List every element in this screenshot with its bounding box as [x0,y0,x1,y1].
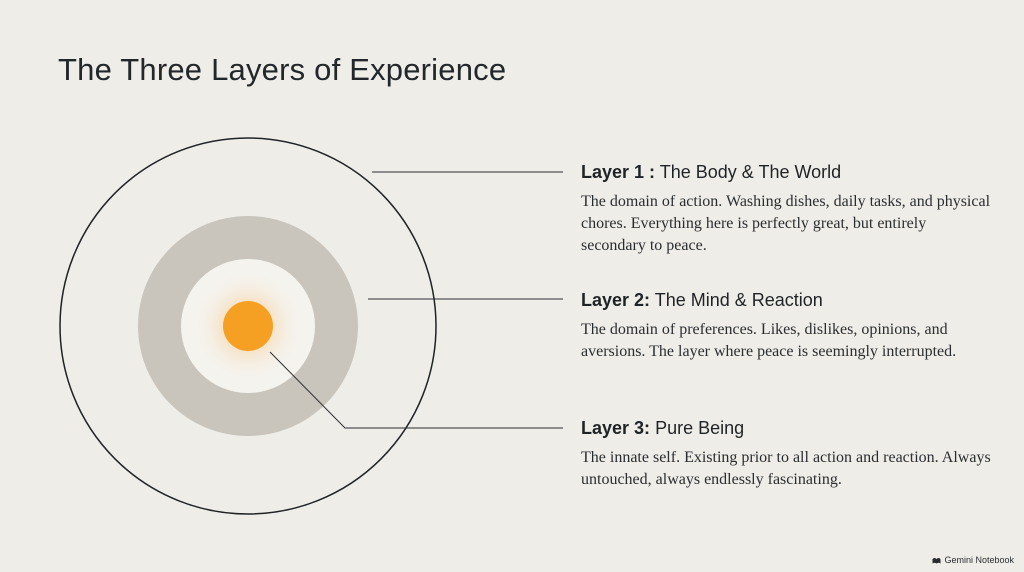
connector-layer-3 [269,351,563,429]
brand-label: Gemini Notebook [944,555,1014,565]
layer-2-name: The Mind & Reaction [654,290,823,310]
layer-2-number: Layer 2: [581,290,651,310]
layer-1-heading: Layer 1 : The Body & The World [581,161,991,183]
layer-3-block: Layer 3: Pure Being The innate self. Exi… [581,417,991,491]
layer-2-block: Layer 2: The Mind & Reaction The domain … [581,289,991,363]
layer-1-block: Layer 1 : The Body & The World The domai… [581,161,991,257]
outer-ring-body-world [59,137,437,515]
layer-3-name: Pure Being [655,418,745,438]
layer-3-description: The innate self. Existing prior to all a… [581,449,991,488]
notebook-icon [932,557,941,563]
layer-2-heading: Layer 2: The Mind & Reaction [581,289,991,311]
layer-2-description: The domain of preferences. Likes, dislik… [581,321,957,360]
core-pure-being [223,301,273,351]
layer-3-heading: Layer 3: Pure Being [581,417,991,439]
layer-1-number: Layer 1 : [581,162,656,182]
brand-badge: Gemini Notebook [932,555,1014,565]
page-title: The Three Layers of Experience [58,52,507,87]
layer-3-number: Layer 3: [581,418,651,438]
layer-1-description: The domain of action. Washing dishes, da… [581,193,991,254]
layer-1-name: The Body & The World [659,162,842,182]
